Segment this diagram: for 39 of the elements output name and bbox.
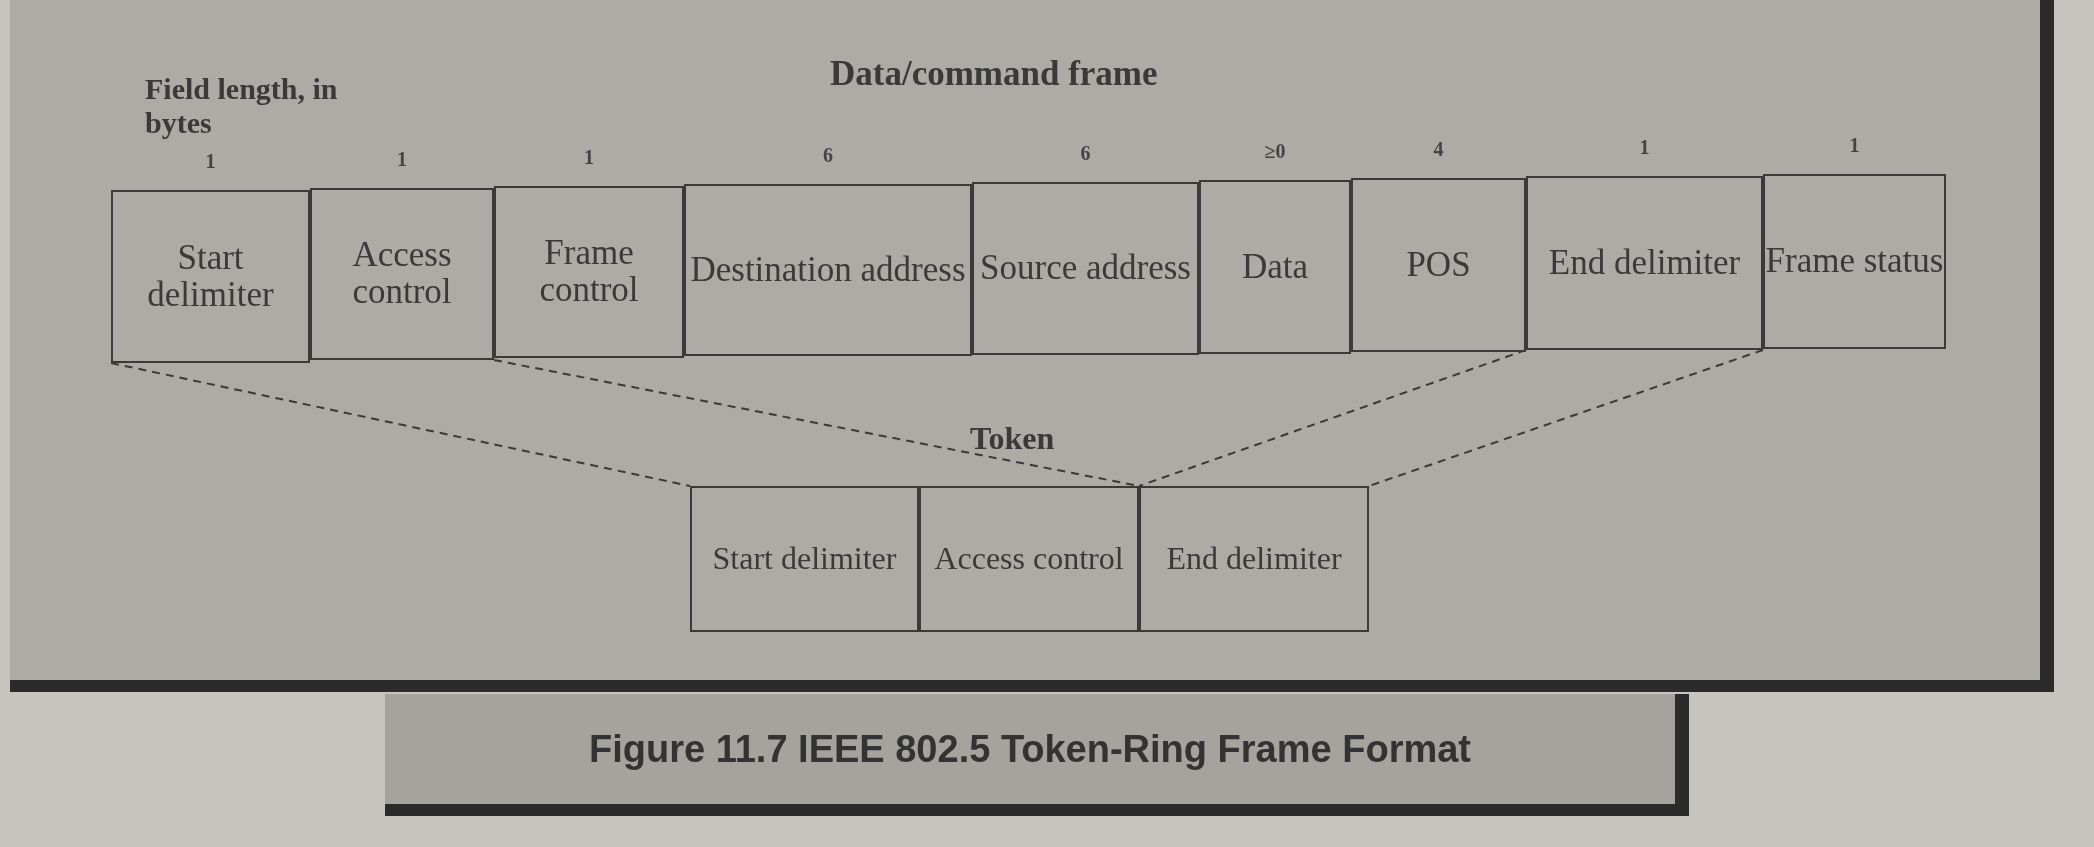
field-name: Start delimiter — [146, 239, 275, 314]
field-length: 1 — [204, 150, 217, 173]
field-length: 4 — [1432, 138, 1445, 161]
field-box — [1763, 174, 1946, 349]
field-name: Access control — [351, 237, 453, 311]
field-length: 1 — [396, 148, 408, 171]
field-name: Source address — [980, 250, 1191, 287]
field-name: Frame status — [1765, 243, 1944, 280]
field-name: End delimiter — [1548, 244, 1741, 282]
field-length: 6 — [822, 144, 834, 167]
projection-line — [1368, 349, 1764, 487]
diagram-title: Data/command frame — [830, 54, 1158, 94]
field-box — [684, 184, 972, 356]
group-label: Token — [970, 420, 1055, 457]
field-length: 6 — [1079, 142, 1092, 165]
field-box — [919, 486, 1139, 632]
field-length: 1 — [583, 146, 595, 169]
field-name: Frame control — [538, 235, 640, 309]
field-box — [1199, 180, 1351, 354]
field-box — [1351, 178, 1526, 352]
field-length: 1 — [1638, 136, 1651, 159]
field-name: End delimiter — [1166, 542, 1342, 576]
field-box — [1139, 486, 1369, 632]
field-name: Data — [1241, 248, 1309, 286]
figure-caption: Figure 11.7 IEEE 802.5 Token-Ring Frame Format — [589, 727, 1471, 771]
field-box — [310, 188, 494, 360]
field-box — [494, 186, 684, 358]
field-box — [972, 182, 1199, 355]
side-label: Field length, in bytes — [145, 72, 339, 140]
field-length: 1 — [1848, 134, 1861, 157]
field-box — [111, 190, 310, 363]
field-name: Destination address — [690, 251, 966, 289]
field-name: Start delimiter — [712, 542, 897, 576]
field-box — [1526, 176, 1763, 350]
field-name: Access control — [934, 542, 1124, 576]
field-box — [690, 486, 919, 632]
projection-line — [110, 362, 691, 487]
field-length: ≥0 — [1263, 140, 1287, 163]
field-name: POS — [1406, 246, 1471, 284]
